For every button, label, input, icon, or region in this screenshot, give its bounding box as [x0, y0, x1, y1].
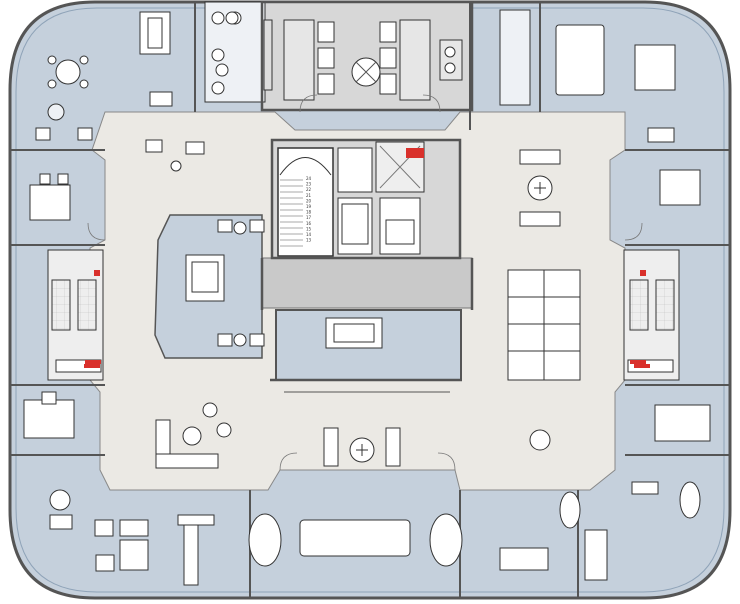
stair-step-number: 24 [306, 176, 312, 181]
door-swings [87, 94, 643, 471]
elevators [337, 141, 425, 255]
lift-lobby [261, 257, 473, 309]
stair-step-number: 19 [306, 204, 312, 209]
stair-step-number: 16 [306, 221, 312, 226]
stair-right-side [623, 249, 680, 381]
stair-step-number: 23 [306, 182, 312, 187]
furniture [23, 9, 711, 586]
stair-step-number: 22 [306, 187, 312, 192]
stair-step-number: 13 [306, 238, 312, 243]
stair-left-side [47, 249, 104, 381]
stair-step-number: 18 [306, 210, 312, 215]
stair-step-number: 14 [306, 232, 312, 237]
curtain-wall [15, 7, 725, 593]
fire-equipment [84, 150, 650, 368]
stair-step-number: 15 [306, 226, 312, 231]
core-walls [260, 0, 474, 393]
stair-step-number: 17 [306, 215, 312, 220]
stair-step-number: 21 [306, 193, 312, 198]
stair-step-number: 20 [306, 198, 312, 203]
